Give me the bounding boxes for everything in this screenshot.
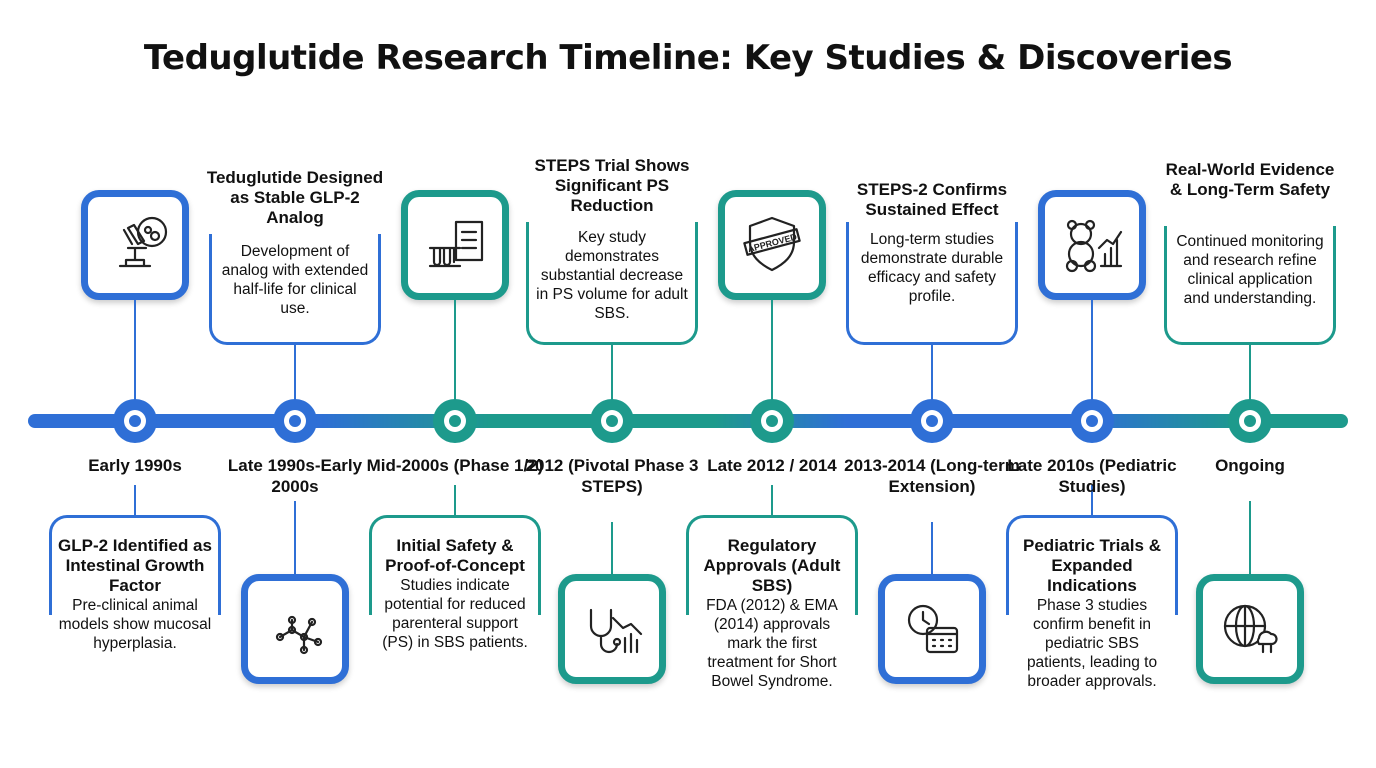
timeline-node [1228, 399, 1272, 443]
event-title: Regulatory Approvals (Adult SBS) [703, 536, 841, 595]
event-date: 2013-2014 (Long-term Extension) [844, 456, 1020, 496]
molecule-icon [260, 592, 330, 667]
event-description: Phase 3 studies confirm benefit in pedia… [1026, 597, 1158, 690]
approved-shield-icon: APPROVED [737, 208, 807, 283]
connector [294, 345, 296, 400]
connector [771, 485, 773, 517]
event-date: Late 2010s (Pediatric Studies) [1007, 456, 1177, 496]
globe-cloud-icon [1215, 592, 1285, 667]
event-title: Real-World Evidence & Long-Term Safety [1165, 160, 1335, 199]
event-card: GLP-2 Identified as Intestinal Growth Fa… [49, 515, 221, 652]
connector [294, 501, 296, 574]
timeline-node [750, 399, 794, 443]
clock-calendar-icon [897, 592, 967, 667]
timeline-node [273, 399, 317, 443]
event-description: Studies indicate potential for reduced p… [382, 577, 528, 651]
event-card: Development of analog with extended half… [209, 234, 381, 345]
timeline-node [433, 399, 477, 443]
microscope-icon [100, 208, 170, 283]
event-title: Pediatric Trials & Expanded Indications [1023, 536, 1161, 595]
timeline-node [113, 399, 157, 443]
test-tubes-clipboard-icon [420, 208, 490, 283]
icon-box [1196, 574, 1304, 684]
timeline-node [1070, 399, 1114, 443]
connector [454, 300, 456, 400]
event-description: Pre-clinical animal models show mucosal … [58, 597, 212, 652]
event-title: GLP-2 Identified as Intestinal Growth Fa… [58, 536, 212, 595]
connector [931, 522, 933, 574]
event-description: Key study demonstrates substantial decre… [536, 229, 688, 322]
stethoscope-chart-icon [577, 592, 647, 667]
timeline-node [590, 399, 634, 443]
event-title: Teduglutide Designed as Stable GLP-2 Ana… [206, 168, 384, 227]
event-title: STEPS-2 Confirms Sustained Effect [856, 180, 1008, 219]
icon-box [558, 574, 666, 684]
connector [611, 345, 613, 400]
timeline-node [910, 399, 954, 443]
connector [931, 345, 933, 400]
event-description: Continued monitoring and research refine… [1176, 233, 1324, 307]
icon-box [878, 574, 986, 684]
event-card: Regulatory Approvals (Adult SBS)FDA (201… [686, 515, 858, 690]
connector [611, 522, 613, 574]
connector [134, 300, 136, 400]
event-card: Key study demonstrates substantial decre… [526, 222, 698, 345]
connector [134, 485, 136, 517]
event-date: 2012 (Pivotal Phase 3 STEPS) [525, 456, 699, 496]
event-card: Continued monitoring and research refine… [1164, 226, 1336, 345]
icon-box: APPROVED [718, 190, 826, 300]
event-date: Early 1990s [88, 456, 182, 475]
event-title: Initial Safety & Proof-of-Concept [385, 536, 525, 575]
teddy-bear-chart-icon [1057, 208, 1127, 283]
event-date: Late 1990s-Early 2000s [227, 456, 363, 496]
event-date: Late 2012 / 2014 [707, 456, 837, 475]
timeline-event: Teduglutide Designed as Stable GLP-2 Ana… [205, 0, 385, 768]
event-date: Ongoing [1215, 456, 1285, 475]
event-date: Mid-2000s (Phase 1/2) [366, 456, 544, 475]
icon-box [1038, 190, 1146, 300]
timeline-event: GLP-2 Identified as Intestinal Growth Fa… [45, 0, 225, 768]
timeline-axis [28, 414, 1348, 428]
icon-box [241, 574, 349, 684]
timeline-event: APPROVED Regulatory Approvals (Adult SBS)… [682, 0, 862, 768]
event-description: Development of analog with extended half… [221, 243, 369, 317]
connector [1249, 501, 1251, 574]
icon-box [401, 190, 509, 300]
event-description: Long-term studies demonstrate durable ef… [860, 231, 1004, 305]
connector [454, 485, 456, 517]
event-description: FDA (2012) & EMA (2014) approvals mark t… [706, 597, 838, 690]
connector [1091, 300, 1093, 400]
event-title: STEPS Trial Shows Significant PS Reducti… [534, 156, 690, 215]
page-title: Teduglutide Research Timeline: Key Studi… [143, 38, 1233, 78]
icon-box [81, 190, 189, 300]
connector [1091, 485, 1093, 517]
timeline-event: STEPS Trial Shows Significant PS Reducti… [522, 0, 702, 768]
connector [1249, 345, 1251, 400]
connector [771, 300, 773, 400]
event-card: Long-term studies demonstrate durable ef… [846, 222, 1018, 345]
